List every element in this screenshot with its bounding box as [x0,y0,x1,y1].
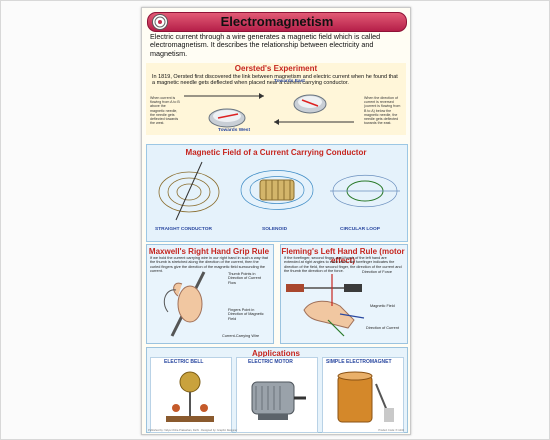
maxwell-panel [146,244,274,344]
maxwell-wire-label: Current-Carrying Wire [222,334,260,338]
oersted-right-note: When the direction of current is reverse… [364,96,401,126]
maxwell-fingers-label: Fingers Point in Direction of Magnetic F… [228,308,264,321]
title-bar: Electromagnetism [147,12,407,32]
intro-text: Electric current through a wire generate… [150,32,381,58]
chart-title: Electromagnetism [220,14,334,29]
maxwell-text: If we hold the current carrying wire in … [150,256,268,274]
label-solenoid: SOLENOID [262,227,288,232]
oersted-compass-diagram [184,93,354,128]
oersted-left-note: When current is flowing from A to B abov… [150,96,180,126]
label-towards-west: Towards West [218,128,251,133]
fleming-force-label: Direction of Force [362,270,392,274]
footer-publisher: Published by: Vidya Chitra Prakashan, De… [148,429,238,432]
fleming-title: Fleming's Left Hand Rule (motor effect) [281,247,405,265]
electric-motor-icon [251,381,306,420]
electric-bell-icon [166,371,214,422]
fleming-field-label: Magnetic Field [370,304,395,308]
publisher-logo-icon [152,14,168,30]
label-towards-east: Towards East [274,79,305,84]
maxwell-thumb-label: Thumb Points in Direction of Current Flo… [228,272,261,285]
educational-chart: Electromagnetism Electric current throug… [141,7,411,435]
maxwell-title: Maxwell's Right Hand Grip Rule [148,247,270,256]
oersted-text: In 1819, Oersted first discovered the li… [152,74,398,87]
right-hand-grip-icon [163,271,206,337]
label-electric-bell: ELECTRIC BELL [164,359,204,365]
solenoid-diagram [240,170,314,210]
fleming-text: If the forefinger, second finger, and th… [284,256,402,274]
straight-conductor-diagram [158,161,220,221]
fleming-current-label: Direction of Current [366,326,399,330]
simple-electromagnet-icon [337,371,394,423]
label-simple-electromagnet: SIMPLE ELECTROMAGNET [326,359,392,365]
circular-loop-diagram [330,175,400,207]
applications-title: Applications [251,349,300,358]
label-circular-loop: CIRCULAR LOOP [340,227,380,232]
left-hand-rule-icon [286,274,365,337]
label-electric-motor: ELECTRIC MOTOR [248,359,293,365]
label-straight-conductor: STRAIGHT CONDUCTOR [155,227,212,232]
footer-code: Product Code: P-1234 [378,429,404,432]
oersted-title: Oersted's Experiment [234,64,318,73]
magnetic-field-title: Magnetic Field of a Current Carrying Con… [185,148,367,157]
